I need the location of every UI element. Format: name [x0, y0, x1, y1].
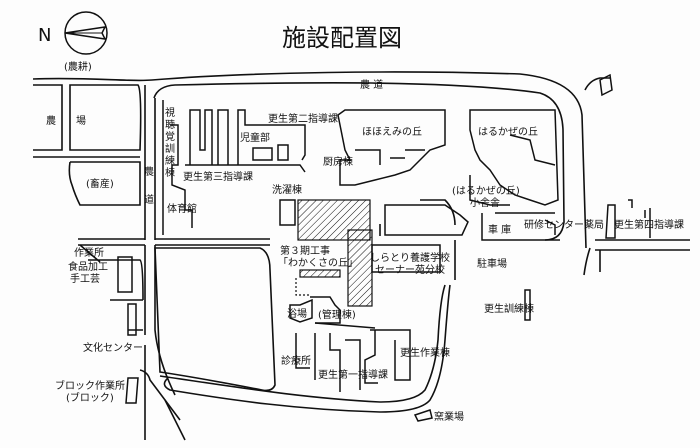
label-noko: (農耕) [64, 60, 92, 73]
label-shako: 車 庫 [488, 223, 511, 236]
label-kosei2: 更生第二指導課 [268, 112, 338, 125]
label-harukaze-small-2: 小舎舎 [470, 197, 500, 209]
label-road-left-1: 農 [144, 165, 154, 178]
svg-text:覚: 覚 [165, 130, 175, 143]
label-kenshu: 研修センター薬局 [524, 218, 604, 231]
label-yokujo: 浴場 [287, 307, 307, 320]
svg-text:棟: 棟 [165, 166, 175, 179]
label-phase3-2: 「わかくさの丘」 [278, 257, 358, 269]
shichokaku-label: 視 聴 覚 訓 練 棟 [165, 106, 175, 179]
label-school-2: セーナー苑分校 [375, 263, 445, 276]
label-farm-1: 農 [46, 114, 56, 127]
label-harukaze-small-1: (はるかぜの丘) [452, 185, 520, 197]
label-kanri: (管理棟) [318, 308, 356, 321]
label-bunka: 文化センター [83, 341, 143, 354]
label-phase3-1: 第３期工事 [280, 244, 330, 257]
label-sentaku: 洗濯棟 [272, 183, 302, 196]
label-road-left-2: 道 [144, 193, 154, 206]
svg-text:訓: 訓 [165, 142, 175, 155]
label-kosei-sagyo: 更生作業棟 [400, 346, 450, 359]
roads [32, 71, 690, 441]
north-arrow-icon [64, 11, 108, 55]
construction-area-wing [347, 229, 373, 307]
label-chikusan: (畜産) [86, 177, 114, 190]
label-kosei1: 更生第一指導課 [318, 368, 388, 381]
label-kosei3: 更生第三指導課 [183, 170, 253, 183]
label-shinryo: 診療所 [281, 354, 311, 367]
label-school-1: しらとり養護学校 [370, 251, 450, 264]
label-hohoemi: ほほえみの丘 [362, 126, 422, 138]
svg-text:練: 練 [165, 154, 175, 167]
label-kosei-kunren: 更生訓練棟 [484, 302, 534, 315]
label-kosei4: 更生第四指導課 [614, 218, 684, 231]
construction-area-annex [299, 269, 341, 278]
label-farm-2: 場 [76, 114, 86, 127]
label-block-1: ブロック作業所 [55, 379, 125, 392]
svg-text:聴: 聴 [165, 119, 175, 131]
compass-label: N [38, 25, 51, 46]
label-shukogei: 手工芸 [70, 272, 100, 285]
label-road-top: 農 道 [360, 78, 383, 91]
label-taiikukan: 体育館 [167, 202, 197, 215]
svg-text:視: 視 [165, 106, 175, 119]
label-block-2: (ブロック) [66, 391, 114, 404]
label-harukaze: はるかぜの丘 [478, 126, 538, 138]
label-chubo: 厨房棟 [323, 155, 353, 168]
label-yogyo: 窯業場 [434, 410, 464, 423]
map-title: 施設配置図 [282, 24, 402, 52]
label-jidobu: 児童部 [240, 131, 270, 144]
label-sagyosho: 作業所 [74, 246, 104, 259]
buildings [117, 73, 651, 422]
label-parking: 駐車場 [477, 257, 507, 270]
label-shokuhin: 食品加工 [68, 260, 108, 273]
